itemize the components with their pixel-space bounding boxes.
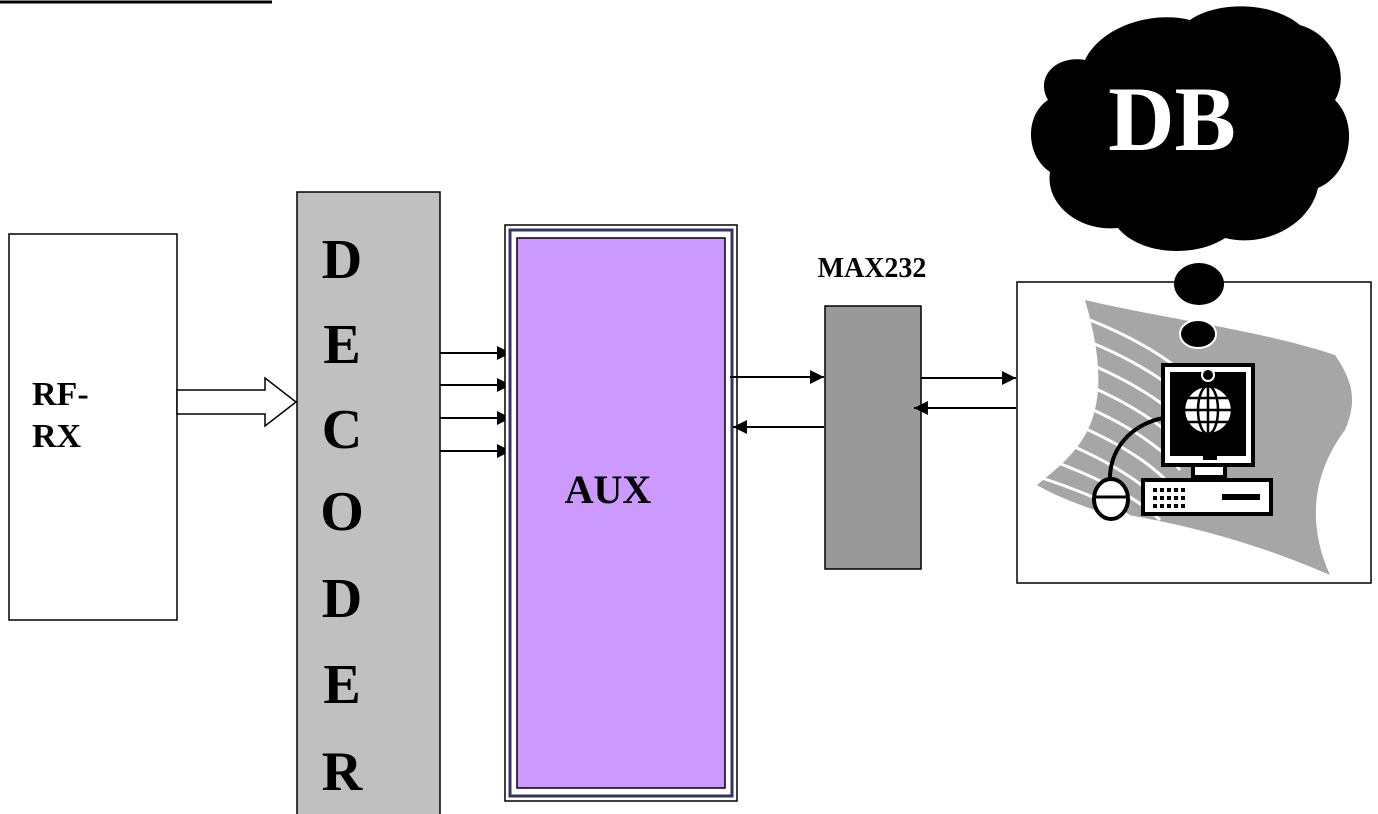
thought-bubble-large bbox=[1174, 263, 1224, 305]
key bbox=[1181, 488, 1185, 492]
monitor-stand bbox=[1191, 463, 1227, 479]
key bbox=[1167, 496, 1171, 500]
key bbox=[1160, 496, 1164, 500]
rf-rx-label-line2: RX bbox=[32, 418, 82, 455]
max232-pc-arrows bbox=[914, 371, 1016, 415]
rf-rx-label-line1: RF- bbox=[32, 376, 89, 413]
decoder-letter: E bbox=[323, 314, 360, 376]
key bbox=[1160, 504, 1164, 508]
key bbox=[1181, 504, 1185, 508]
key-spacebar bbox=[1222, 494, 1260, 500]
keyboard-icon bbox=[1141, 478, 1273, 516]
decoder-block: D E C O D E R bbox=[296, 191, 441, 814]
aux-label: AUX bbox=[565, 467, 652, 512]
decoder-letter: R bbox=[322, 741, 363, 803]
mouse-cable bbox=[1107, 416, 1164, 485]
key bbox=[1153, 496, 1157, 500]
computer-icon bbox=[1161, 363, 1255, 479]
globe-icon bbox=[1182, 384, 1234, 436]
monitor-camera bbox=[1201, 368, 1215, 382]
rf-rx-box bbox=[8, 233, 178, 621]
decoder-letter: D bbox=[322, 568, 362, 630]
aux-box bbox=[516, 237, 726, 789]
decoder-box bbox=[296, 191, 441, 814]
key bbox=[1174, 488, 1178, 492]
aux-block: AUX bbox=[504, 224, 738, 802]
key bbox=[1153, 504, 1157, 508]
key bbox=[1160, 488, 1164, 492]
decoder-letter: O bbox=[320, 481, 364, 543]
key bbox=[1174, 504, 1178, 508]
cloud-shape bbox=[1030, 6, 1350, 251]
mouse-body bbox=[1092, 477, 1130, 521]
decoder-letter: D bbox=[322, 229, 362, 291]
key bbox=[1167, 504, 1171, 508]
aux-mid-border bbox=[508, 228, 734, 798]
aux-max232-arrows bbox=[730, 370, 824, 434]
key bbox=[1167, 488, 1171, 492]
rf-to-decoder-arrow bbox=[176, 376, 298, 428]
thought-bubbles bbox=[1174, 263, 1224, 349]
max232-label: MAX232 bbox=[818, 253, 927, 284]
max232-block: MAX232 bbox=[818, 253, 927, 570]
key bbox=[1153, 488, 1157, 492]
mouse-icon bbox=[1092, 477, 1130, 521]
decoder-to-aux-arrows bbox=[440, 346, 511, 458]
decoder-letter: C bbox=[322, 399, 362, 461]
key bbox=[1181, 496, 1185, 500]
thought-bubble-small bbox=[1179, 319, 1217, 349]
decoder-letter: E bbox=[323, 654, 360, 716]
rf-rx-block: RF- RX bbox=[8, 233, 178, 621]
monitor-led bbox=[1203, 452, 1217, 460]
db-label: DB bbox=[1108, 68, 1236, 170]
keyboard-keys bbox=[1153, 488, 1260, 508]
key bbox=[1174, 496, 1178, 500]
db-cloud: DB bbox=[1030, 6, 1350, 251]
max232-box bbox=[824, 305, 922, 570]
